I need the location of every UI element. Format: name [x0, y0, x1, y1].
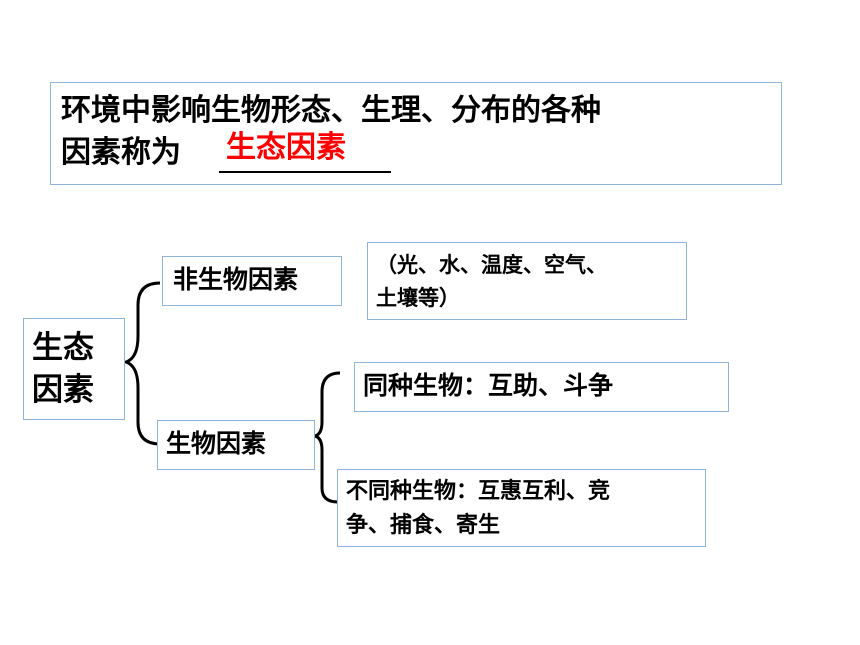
root-brace	[121, 281, 161, 446]
definition-box: 环境中影响生物形态、生理、分布的各种 因素称为 生态因素	[50, 82, 782, 185]
abiotic-examples-box: （光、水、温度、空气、 土壤等）	[367, 242, 687, 320]
abiotic-label: 非生物因素	[173, 265, 299, 294]
biotic-label: 生物因素	[166, 429, 267, 458]
biotic-brace	[309, 371, 341, 504]
different-species-text-line2: 争、捕食、寄生	[346, 513, 501, 538]
abiotic-examples-line1: （光、水、温度、空气、	[376, 253, 607, 277]
abiotic-examples-line2: 土壤等）	[376, 286, 460, 310]
different-species-box: 不同种生物：互惠互利、竞 争、捕食、寄生	[337, 469, 706, 547]
different-species-text-line1: 不同种生物：互惠互利、竞	[346, 479, 611, 504]
definition-text-line1: 环境中影响生物形态、生理、分布的各种	[61, 93, 601, 128]
answer-text: 生态因素	[226, 130, 346, 165]
abiotic-node-box: 非生物因素	[162, 256, 342, 306]
definition-text-line2: 因素称为	[61, 135, 181, 170]
root-node-box: 生态 因素	[23, 318, 125, 420]
biotic-node-box: 生物因素	[157, 420, 315, 470]
same-species-box: 同种生物：互助、斗争	[354, 362, 729, 412]
root-label-line1: 生态	[32, 330, 94, 366]
answer-blank-line	[219, 171, 391, 173]
same-species-text: 同种生物：互助、斗争	[363, 371, 614, 400]
root-label-line2: 因素	[32, 372, 94, 408]
